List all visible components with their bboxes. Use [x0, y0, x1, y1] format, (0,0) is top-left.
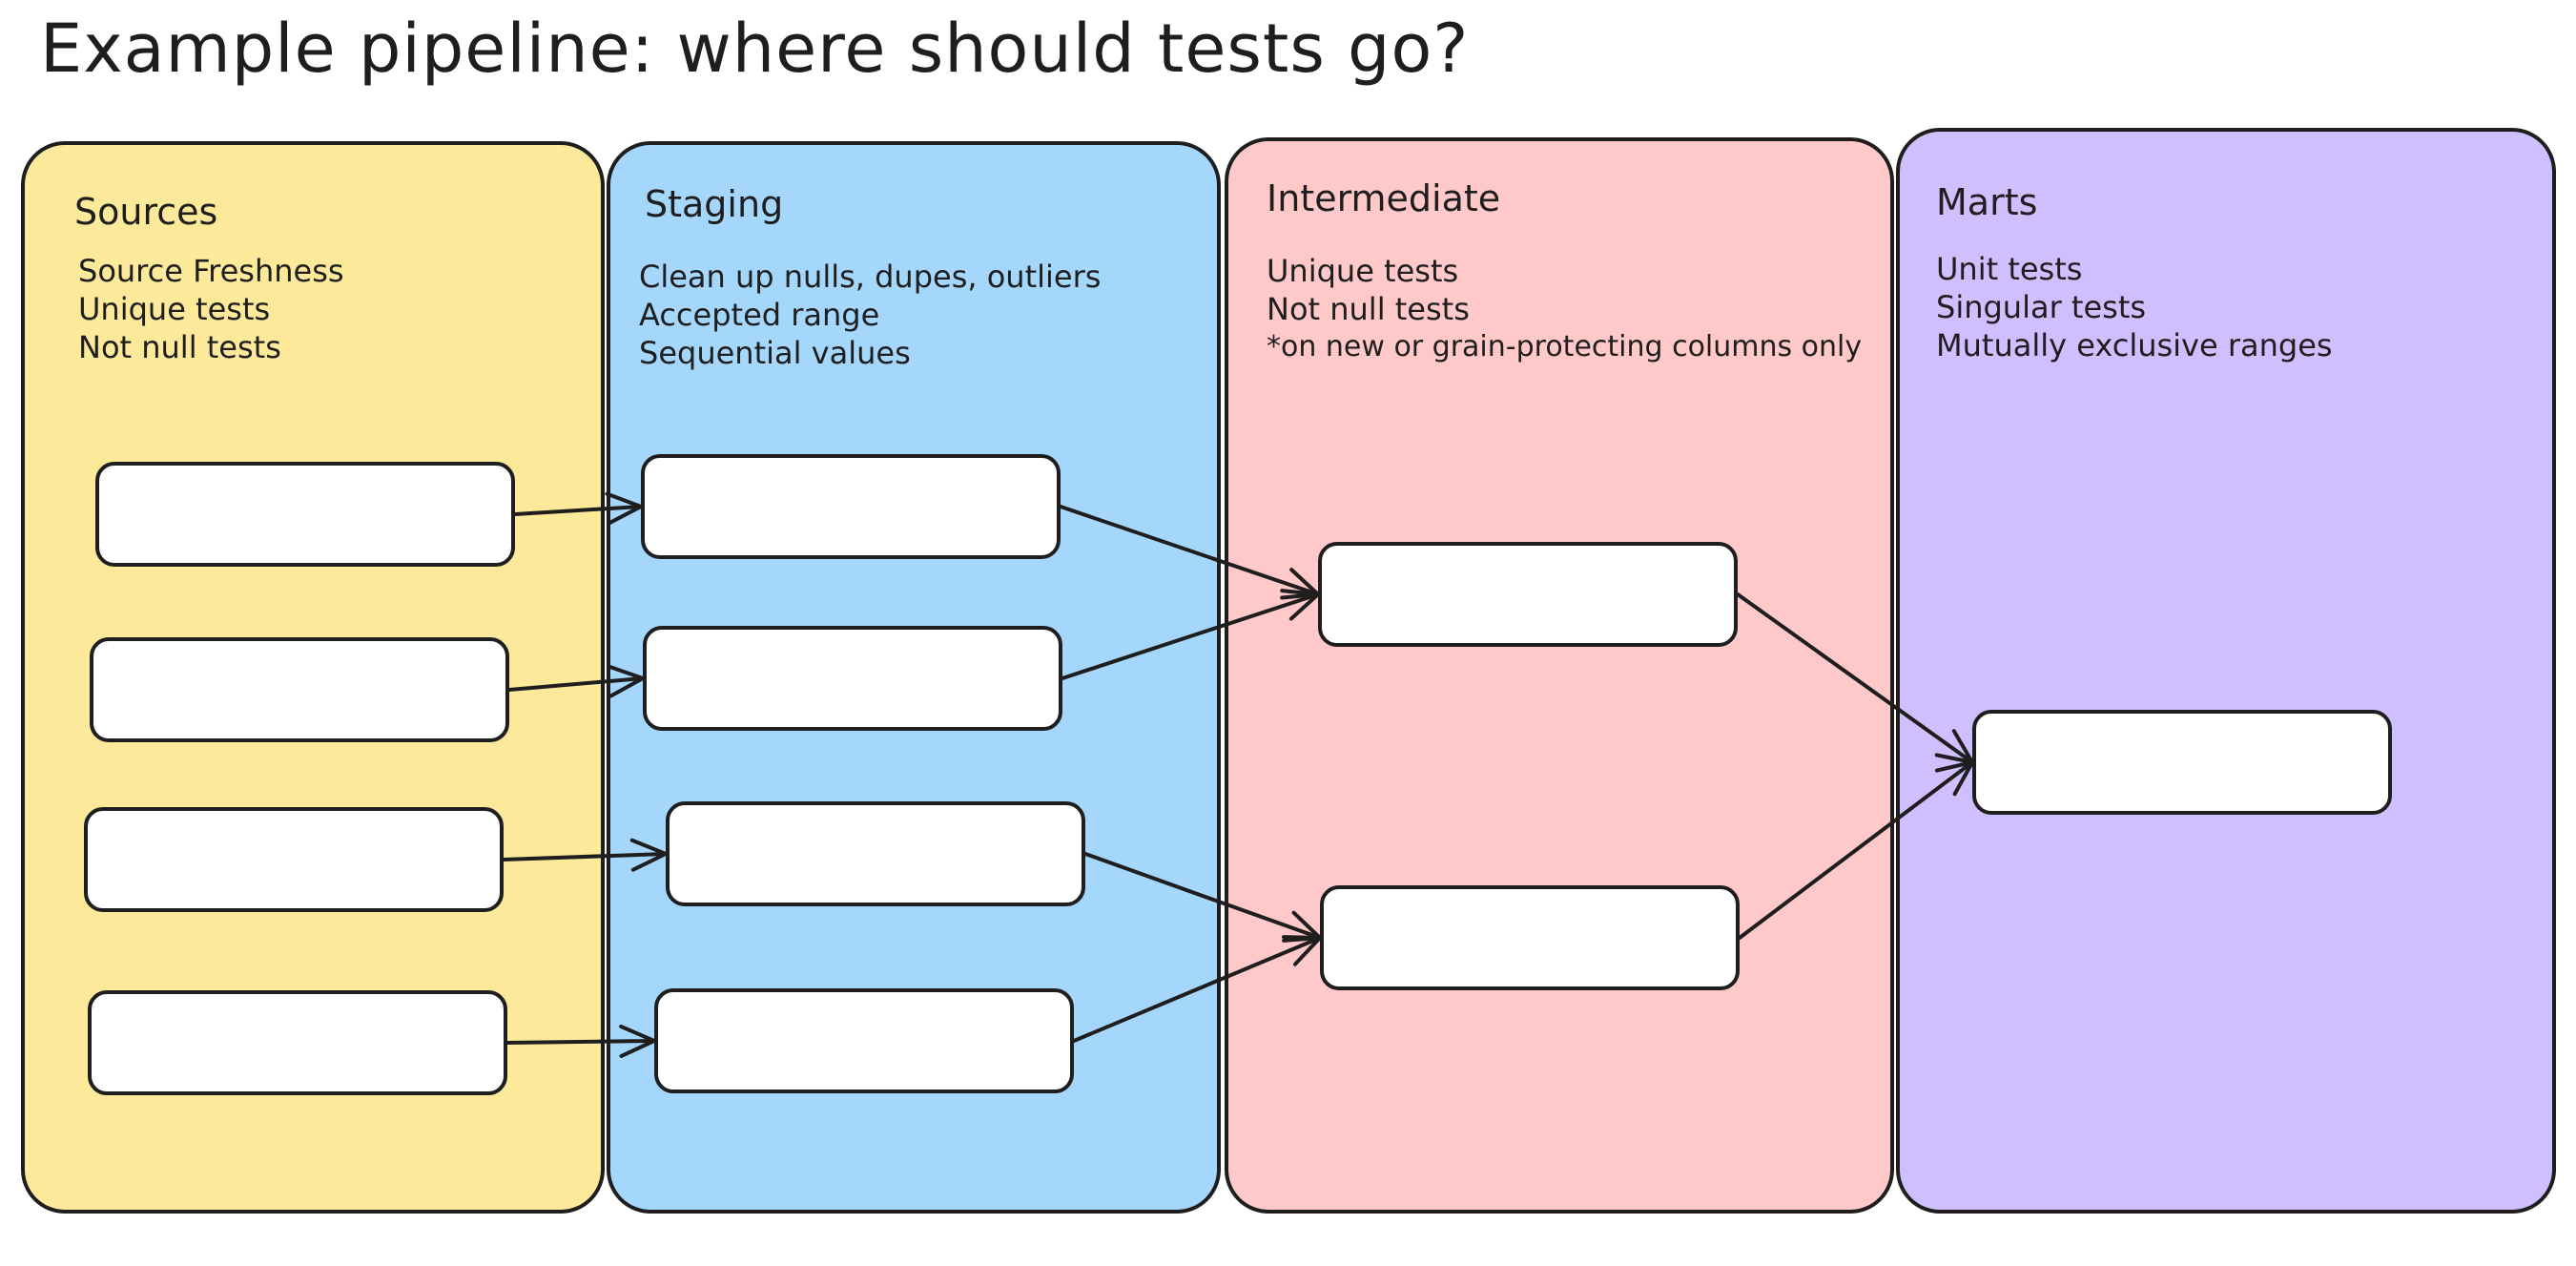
source-model-box	[95, 462, 515, 567]
lane-note: Not null tests	[78, 329, 281, 365]
lane-note: Unique tests	[1267, 253, 1459, 289]
lane-note: *on new or grain-protecting columns only	[1267, 330, 1863, 363]
lane-title-staging: Staging	[645, 183, 784, 225]
lane-note: Unique tests	[78, 291, 271, 327]
lane-notes-staging: Clean up nulls, dupes, outliers Accepted…	[639, 258, 1101, 372]
staging-model-box	[666, 801, 1085, 906]
lane-notes-marts: Unit tests Singular tests Mutually exclu…	[1936, 250, 2333, 364]
source-model-box	[90, 637, 509, 742]
lane-marts: Marts Unit tests Singular tests Mutually…	[1896, 128, 2556, 1214]
lane-note: Unit tests	[1936, 251, 2083, 287]
lane-note: Mutually exclusive ranges	[1936, 327, 2333, 363]
staging-model-box	[654, 988, 1074, 1093]
lane-title-marts: Marts	[1936, 181, 2038, 223]
staging-model-box	[641, 454, 1061, 559]
mart-model-box	[1972, 710, 2392, 815]
lane-note: Not null tests	[1267, 291, 1470, 327]
lane-intermediate: Intermediate Unique tests Not null tests…	[1225, 137, 1894, 1214]
lane-notes-intermediate: Unique tests Not null tests *on new or g…	[1267, 252, 1862, 366]
source-model-box	[84, 807, 504, 912]
lane-title-sources: Sources	[74, 191, 218, 233]
staging-model-box	[643, 626, 1062, 731]
lane-title-intermediate: Intermediate	[1267, 177, 1501, 219]
lane-note: Accepted range	[639, 297, 880, 333]
lane-note: Source Freshness	[78, 253, 344, 289]
page-title: Example pipeline: where should tests go?	[40, 10, 1470, 88]
intermediate-model-box	[1320, 885, 1740, 990]
lane-note: Clean up nulls, dupes, outliers	[639, 259, 1102, 295]
lane-notes-sources: Source Freshness Unique tests Not null t…	[78, 252, 344, 366]
intermediate-model-box	[1318, 542, 1738, 647]
lane-note: Sequential values	[639, 335, 911, 371]
source-model-box	[88, 990, 507, 1095]
lane-note: Singular tests	[1936, 289, 2147, 325]
